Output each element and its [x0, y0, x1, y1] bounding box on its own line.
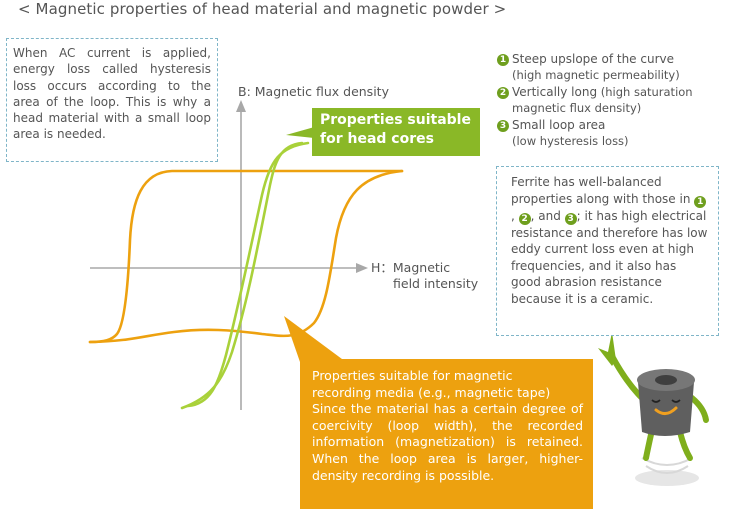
property-item-1: 1 Steep upslope of the curve (high magne…: [497, 52, 729, 83]
property-1-main: Steep upslope of the curve: [512, 52, 674, 66]
head-core-callout: Properties suitable for head cores: [312, 108, 480, 156]
hysteresis-loss-note: When AC current is applied, energy loss …: [6, 38, 218, 162]
property-list: 1 Steep upslope of the curve (high magne…: [497, 52, 729, 151]
property-2-main: Vertically long: [512, 85, 598, 99]
x-axis-arrow: [356, 263, 368, 273]
x-axis-label-line1: H：Magnetic: [371, 260, 451, 275]
media-callout-line2: recording media (e.g., magnetic tape): [312, 384, 551, 400]
property-2-main-sub: (high saturation: [597, 85, 693, 99]
property-3-main: Small loop area: [512, 118, 606, 132]
media-callout-body: Since the material has a certain degree …: [312, 401, 583, 483]
number-badge-3: 3: [497, 120, 509, 132]
head-callout-pointer: [286, 126, 318, 138]
property-1-sub: (high magnetic permeability): [512, 67, 680, 82]
x-axis-label: H：Magnetic field intensity: [371, 260, 478, 292]
head-hysteresis-loop: [180, 141, 310, 410]
head-callout-line1: Properties suitable: [320, 112, 471, 128]
property-2-sub: magnetic flux density): [512, 100, 642, 115]
media-callout-line1: Properties suitable for magnetic: [312, 368, 513, 383]
ferrite-note-after: ; it has high electrical resistance and …: [511, 208, 708, 306]
graph-axes: [90, 100, 368, 410]
property-item-2: 2 Vertically long (high saturation magne…: [497, 85, 729, 116]
media-hysteresis-loop: [88, 169, 404, 344]
ferrite-note: Ferrite has well-balanced properties alo…: [496, 166, 719, 336]
recording-media-callout: Properties suitable for magnetic recordi…: [300, 359, 593, 509]
property-item-3: 3 Small loop area (low hysteresis loss): [497, 118, 729, 149]
media-callout-pointer: [284, 316, 346, 362]
property-3-sub: (low hysteresis loss): [512, 133, 629, 148]
head-callout-line2: for head cores: [320, 131, 434, 147]
diagram-title: < Magnetic properties of head material a…: [18, 0, 507, 18]
ferrite-note-sep1: ,: [511, 208, 519, 223]
x-axis-label-line2: field intensity: [393, 276, 479, 291]
number-badge-2: 2: [497, 87, 509, 99]
ferrite-number-badge-3: 3: [564, 212, 577, 225]
y-axis-label: B: Magnetic flux density: [238, 84, 389, 99]
ferrite-note-before: Ferrite has well-balanced properties alo…: [511, 175, 695, 206]
ferrite-mascot-illustration: [598, 332, 709, 486]
ferrite-number-badge-1: 1: [694, 195, 707, 208]
ferrite-number-badge-2: 2: [518, 212, 531, 225]
ferrite-note-sep2: , and: [530, 208, 565, 223]
y-axis-arrow: [236, 100, 246, 112]
number-badge-1: 1: [497, 54, 509, 66]
